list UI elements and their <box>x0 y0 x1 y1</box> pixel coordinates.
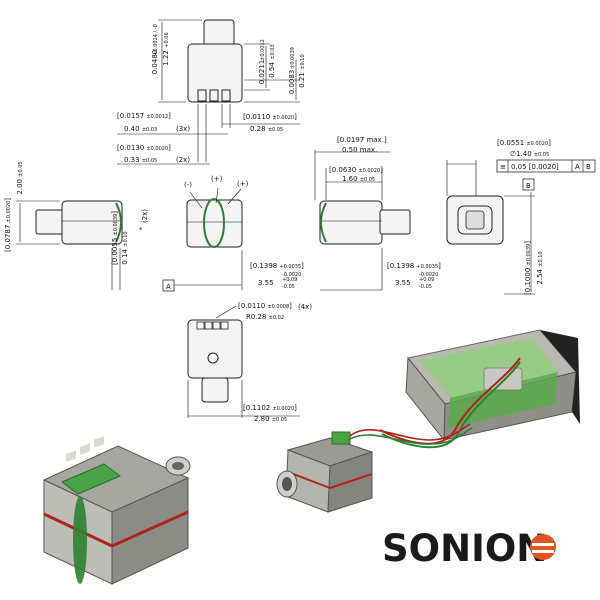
top-w2-mm: 0.21 <box>298 72 306 88</box>
left-height-mm: 2.00 ±0.05 <box>16 161 24 194</box>
front-length-inch-tol-dn: -0.0020 <box>282 272 301 278</box>
top-w1-mm: 0.54 <box>268 62 276 78</box>
pad-gap-inch: [0.0130 ±0.0020] <box>117 144 171 152</box>
radius-mm: R0.28 ±0.02 <box>246 313 284 321</box>
top-pad-1 <box>197 89 207 102</box>
right-length-mm-tol-dn: -0.05 <box>419 284 432 290</box>
top-w1-mm-tol: ±0.03 <box>270 44 276 59</box>
pad-gap-mm: 0.33 ±0.05 <box>124 156 157 164</box>
max-inch: [0.0197 max.] <box>337 136 387 144</box>
lead-mm: 0.14 ±0.10 <box>121 231 129 264</box>
bottom-width-inch: [0.1102 ±0.0020] <box>243 404 297 412</box>
top-w1-inch: 0.0211 <box>258 60 266 85</box>
front-length-mm-tol-dn: -0.05 <box>282 284 295 290</box>
port-diameter-inch: [0.0551 ±0.0020] <box>497 139 551 147</box>
small-render <box>276 423 473 513</box>
bottom-port-nozzle <box>201 377 229 403</box>
bottom-width-mm: 2.80 ±0.05 <box>254 415 287 423</box>
pad-width-inch: [0.0110 ±0.0020] <box>243 113 297 121</box>
datum-b-box <box>522 178 535 191</box>
top-height-inch: 0.0480 <box>151 50 159 75</box>
top-w2-inch-tol: ±0.0039 <box>290 47 296 69</box>
front-length-mm-tol-up: +0.09 <box>282 277 297 283</box>
right-length-inch: [0.1398 +0.0035] <box>387 262 441 270</box>
right-side-view <box>314 150 411 290</box>
side-width-mm: 1.60 ±0.05 <box>342 175 375 183</box>
right-length-inch-tol-dn: -0.0020 <box>419 272 438 278</box>
lead-count: (2x) <box>141 209 149 223</box>
right-view-body <box>319 200 383 245</box>
sonion-logo-text: SONION <box>382 527 547 570</box>
lead-star: * <box>139 226 143 234</box>
pad-width-mm: 0.28 ±0.05 <box>250 125 283 133</box>
left-side-view <box>16 200 123 245</box>
gdt-frame <box>496 159 596 173</box>
top-port-nozzle <box>203 19 235 47</box>
top-height-mm: 1.22 <box>162 50 170 66</box>
sonion-logo-mark <box>530 534 556 560</box>
radius-inch: [0.0110 ±0.0008] <box>238 302 292 310</box>
top-height-mm-tol: +0.06 <box>164 32 170 47</box>
pad-gap-count: (2x) <box>176 156 190 164</box>
gdt-symbol: ≡ <box>500 163 506 171</box>
bottom-view <box>187 305 300 418</box>
gdt-ref-b: B <box>586 163 591 171</box>
left-height-inch: [0.0787 ±0.0020] <box>4 198 12 252</box>
polarity-plus-1: (+) <box>211 175 223 183</box>
front-view-body <box>186 199 243 248</box>
end-view-inner <box>465 210 485 230</box>
top-w2-inch: 0.0083 <box>288 70 296 95</box>
gdt-value: 0.05 [0.0020] <box>511 163 559 171</box>
pad-pitch-inch: [0.0157 ±0.0012] <box>117 112 171 120</box>
datum-b-label: B <box>526 182 531 190</box>
gdt-ref-a: A <box>575 163 580 171</box>
top-w2-mm-tol: ±0.10 <box>300 54 306 69</box>
side-width-inch: [0.0630 ±0.0020] <box>329 166 383 174</box>
bottom-hole <box>207 352 219 364</box>
front-view <box>186 187 243 248</box>
max-mm: 0.50 max. <box>342 146 377 154</box>
top-w1-inch-tol: ±0.0012 <box>260 39 266 61</box>
datum-a-label: A <box>166 283 171 291</box>
top-view <box>158 19 300 162</box>
front-length-inch: [0.1398 +0.0035] <box>250 262 304 270</box>
pad-pitch-count: (3x) <box>176 125 190 133</box>
port-diameter-mm: ∅1.40 ±0.05 <box>510 150 549 158</box>
polarity-minus: (-) <box>184 181 192 189</box>
sonion-logo: SONION <box>382 527 556 570</box>
large-render <box>42 436 191 585</box>
end-height-mm: 2.54 ±0.10 <box>536 251 544 284</box>
top-pad-2 <box>209 89 219 102</box>
cutaway-render <box>379 329 580 449</box>
lead-inch: [0.0055 ±0.0039] <box>111 211 119 265</box>
end-view <box>446 160 535 295</box>
datum-a-box <box>162 279 175 292</box>
top-view-body <box>187 43 243 103</box>
end-height-inch: [0.1000 ±0.0039] <box>524 241 532 295</box>
front-wire-loop <box>203 198 225 248</box>
port-diameter-box <box>495 135 593 150</box>
top-pad-3 <box>221 89 231 102</box>
radius-count: (4x) <box>298 303 312 311</box>
pad-pitch-mm: 0.40 ±0.03 <box>124 125 157 133</box>
top-height-inch-tol: +0.0024 / -0 <box>153 24 159 56</box>
right-length-mm: 3.55 <box>395 279 411 287</box>
front-length-mm: 3.55 <box>258 279 274 287</box>
right-port-nozzle <box>379 209 411 235</box>
polarity-plus-2: (+) <box>237 180 249 188</box>
right-length-mm-tol-up: +0.09 <box>419 277 434 283</box>
